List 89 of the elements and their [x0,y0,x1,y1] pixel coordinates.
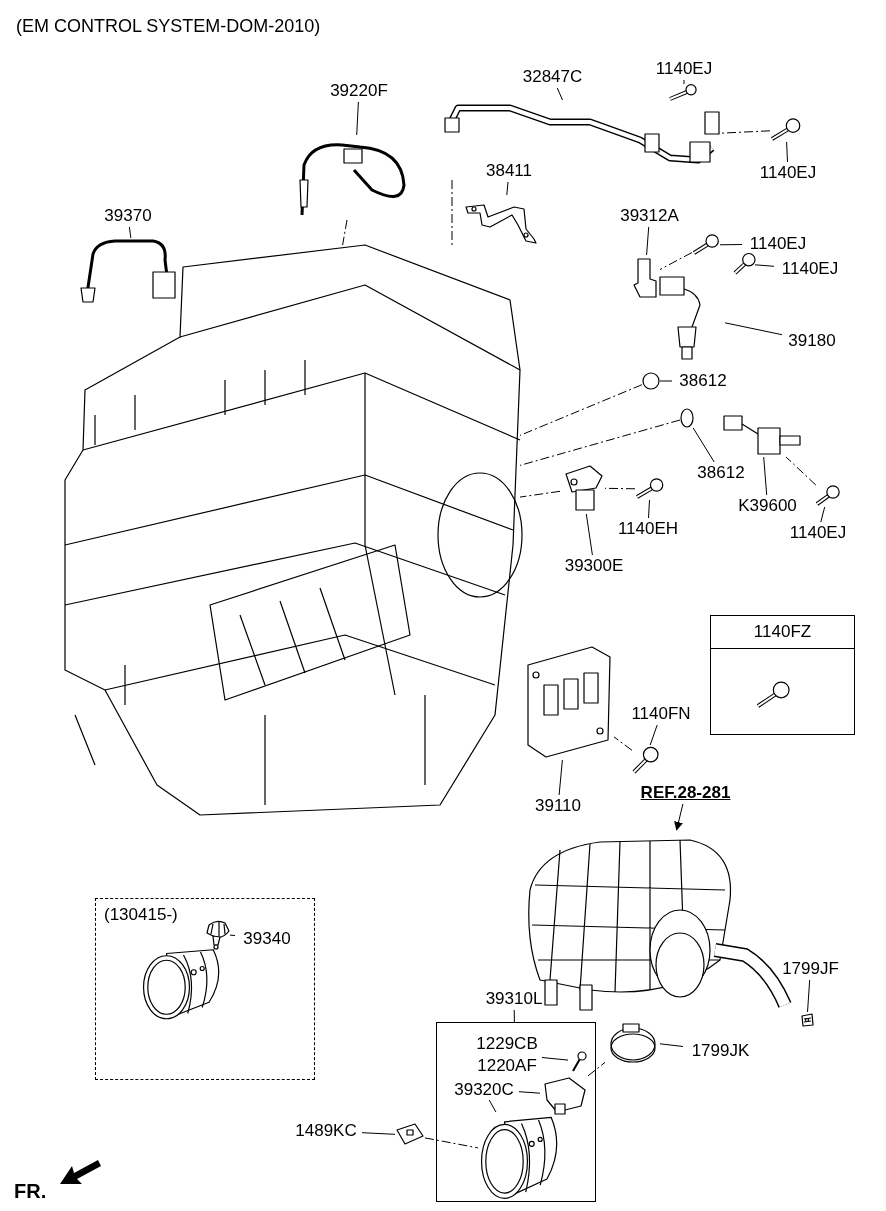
leader-line [518,1091,541,1094]
leader-line [754,264,775,267]
bolt-drawing [635,478,665,500]
leader-line [724,322,783,336]
part-number: 39110 [528,795,588,817]
bolt-drawing [815,485,840,507]
engine-drawing [65,245,520,815]
assembly-line [587,1061,606,1077]
screw-drawing [569,1051,587,1073]
date-range-note: (130415-) [104,905,178,925]
front-direction-label: FR. [14,1180,47,1203]
part-number: 39300E [558,555,630,577]
o-ring-drawing [680,408,694,428]
sensor-drawing [203,919,231,951]
leader-line [229,934,236,936]
bolt-drawing [668,84,700,102]
leader-line [506,181,509,196]
part-number: 1229CB [475,1033,539,1055]
assembly-line [451,179,453,246]
leader-line [648,499,650,519]
leader-line [674,803,684,831]
assembly-line [604,487,636,490]
assembly-line [613,736,633,751]
part-number: 1220AF [476,1055,538,1077]
part-number: 1140EJ [648,58,720,80]
part-box [710,615,855,735]
part-number: 39370 [97,205,159,227]
part-number: 1140EJ [782,522,854,544]
leader-line [556,87,563,101]
leader-line [719,244,743,246]
clip-drawing [800,1012,814,1028]
leader-line [356,101,359,136]
bolt-drawing [756,681,791,709]
bolt-drawing [770,118,802,142]
part-number: K39600 [730,495,805,517]
leader-line [558,759,563,796]
part-number: 39180 [782,330,842,352]
leader-line [659,1043,684,1047]
sensor-drawing [722,412,802,457]
part-number: 1140EJ [774,258,846,280]
part-number: 1140EJ [742,233,814,255]
leader-line [692,427,715,463]
assembly-line [519,490,561,498]
leader-line [488,1099,497,1113]
part-number: 38612 [690,462,752,484]
leader-line [541,1057,569,1061]
part-number: 39310L [478,988,550,1010]
bolt-drawing [692,234,720,256]
part-number: 1140FZ [711,616,854,649]
assembly-line [424,1137,479,1149]
assembly-line [659,252,693,270]
leader-line [683,79,685,85]
part-number: 38612 [672,370,734,392]
diagram-title: (EM CONTROL SYSTEM-DOM-2010) [16,16,321,37]
bolt-drawing [632,745,658,775]
leader-line [820,506,826,523]
leader-line [807,979,811,1013]
part-number: 39340 [236,928,298,950]
assembly-line [519,384,643,436]
part-number: 39220F [323,80,395,102]
leader-line [585,513,593,556]
leader-line [649,724,658,746]
sensor-drawing [541,1076,589,1116]
leader-line [128,226,132,239]
bolt-drawing [733,252,755,276]
part-number: 1140EJ [752,162,824,184]
assembly-line [719,130,771,134]
assembly-line [519,419,681,466]
variant-frame [95,898,315,1080]
leader-line [646,226,650,256]
leader-line [361,1132,396,1135]
part-number: 1140EH [612,518,684,540]
part-number: 1799JF [773,958,848,980]
leader-line [763,456,768,496]
leader-line [513,1009,515,1023]
part-number: 39320C [448,1079,520,1101]
o-ring-drawing [642,372,660,390]
part-number: 1489KC [290,1120,362,1142]
leader-line [786,141,788,163]
assembly-line [342,219,348,246]
part-number: 32847C [515,66,590,88]
reference-label: REF.28-281 [628,782,743,804]
group-frame [436,1022,596,1202]
part-number: 39312A [612,205,687,227]
part-number: 1799JK [683,1040,758,1062]
part-number: 1140FN [625,703,697,725]
assembly-line [785,456,817,486]
leader-line [659,380,673,382]
part-number: 38411 [478,160,540,182]
